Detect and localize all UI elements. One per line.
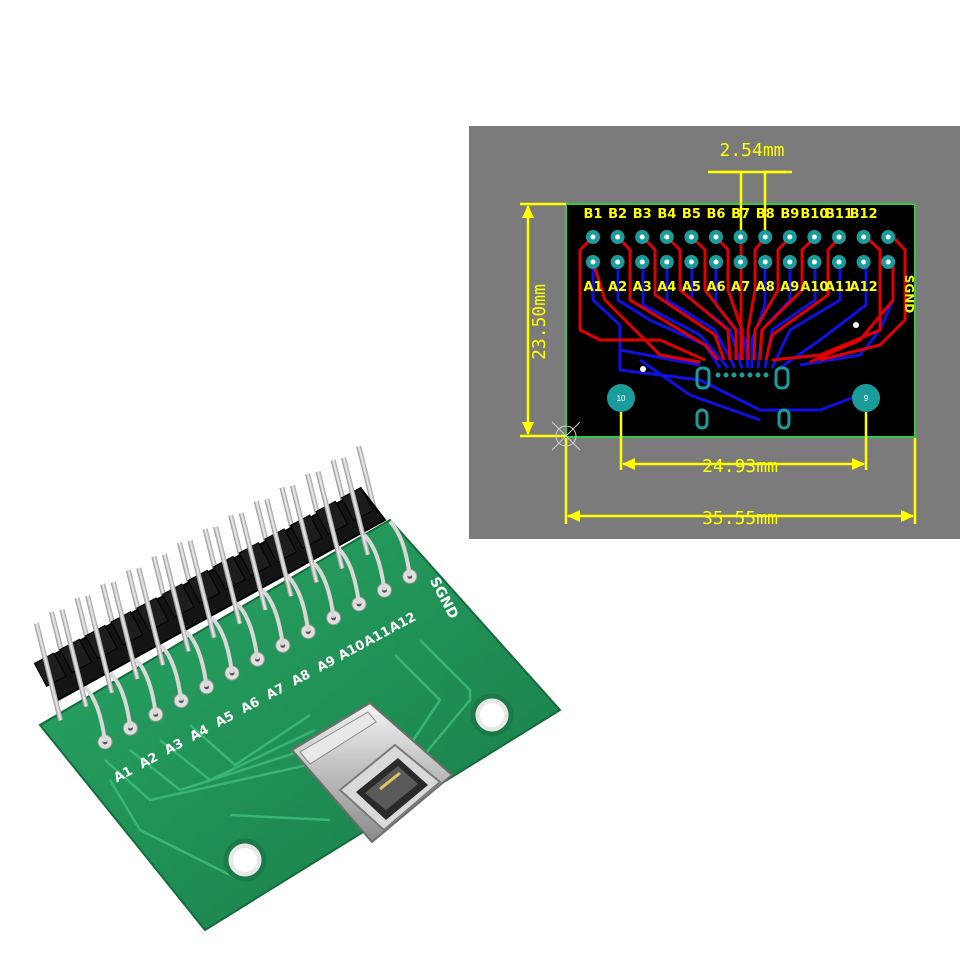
- bent-pin: [159, 644, 184, 701]
- top-row-label: B10: [800, 207, 828, 222]
- sgnd-label: SGND: [902, 275, 916, 314]
- bent-pin: [362, 533, 387, 591]
- pad-hole: [713, 234, 719, 240]
- top-row-label: B4: [657, 207, 676, 222]
- pad-hole: [762, 259, 768, 265]
- dimension-pitch: 2.54mm: [719, 140, 784, 161]
- bottom-row-label: A8: [756, 280, 775, 295]
- mount-hole-right-label: 9: [864, 394, 869, 403]
- pad-hole: [738, 259, 744, 265]
- header-pin: [341, 457, 371, 556]
- header-pin: [136, 567, 166, 666]
- bent-pin: [312, 561, 336, 619]
- board-mount-hole-right: [470, 693, 514, 737]
- pad-hole: [688, 259, 694, 265]
- header-pads: [586, 230, 896, 269]
- bent-pin: [185, 630, 209, 688]
- usb-c-connector: [290, 701, 454, 844]
- bottom-row-label: A5: [682, 280, 701, 295]
- pad-hole: [836, 259, 842, 265]
- bottom-row-label: A12: [850, 280, 878, 295]
- pad-hole: [787, 234, 793, 240]
- mount-hole-left: 10: [607, 384, 635, 412]
- mount-hole-right: 9: [852, 384, 880, 412]
- top-layer-traces: [578, 235, 907, 364]
- pad-hole: [787, 259, 793, 265]
- pad-hole: [836, 234, 842, 240]
- pad-hole: [811, 259, 817, 265]
- pad-hole: [639, 259, 645, 265]
- pad-hole: [861, 234, 867, 240]
- pad-hole: [664, 259, 670, 265]
- bottom-row-label: A10: [800, 280, 828, 295]
- top-row-label: B1: [584, 207, 603, 222]
- bottom-row-label: A1: [583, 280, 602, 295]
- bent-pin: [108, 671, 133, 729]
- dimension-hole-spacing: 24.93mm: [702, 456, 778, 477]
- bottom-row-label: A7: [731, 280, 750, 295]
- pad-hole: [615, 259, 621, 265]
- header-pin: [33, 622, 64, 721]
- pad-hole: [590, 234, 596, 240]
- header-pins-front-row: [33, 457, 412, 743]
- pad-hole: [861, 259, 867, 265]
- bent-pin: [388, 519, 412, 577]
- header-pin: [110, 581, 140, 680]
- header-pin: [59, 608, 89, 708]
- bent-pin: [210, 616, 234, 674]
- header-pin: [187, 539, 217, 639]
- pad-hole: [738, 234, 744, 240]
- pad-hole: [885, 234, 891, 240]
- pad-hole: [590, 259, 596, 265]
- bent-pin: [261, 588, 285, 646]
- bottom-row-label: A9: [780, 280, 799, 295]
- bottom-row-label: A2: [608, 280, 627, 295]
- pad-hole: [885, 259, 891, 265]
- dimension-width: 35.55mm: [702, 508, 778, 529]
- mount-hole-left-label: 10: [617, 394, 626, 403]
- header-pin: [315, 470, 345, 570]
- breakout-board: [38, 518, 562, 932]
- pad-hole: [639, 234, 645, 240]
- header-pin: [264, 498, 294, 597]
- dimension-lines: [520, 170, 917, 524]
- top-row-label: B9: [780, 207, 799, 222]
- pad-hole: [688, 234, 694, 240]
- bent-pin: [286, 575, 311, 632]
- pad-hole: [615, 234, 621, 240]
- top-row-label: B11: [825, 207, 853, 222]
- header-pin: [161, 553, 192, 652]
- top-row-label: B12: [850, 207, 878, 222]
- bent-pin: [337, 547, 361, 605]
- header-pin: [213, 526, 243, 625]
- top-row-label: B6: [707, 207, 726, 222]
- bottom-row-label: A3: [633, 280, 652, 295]
- board-traces: [104, 639, 472, 882]
- header-pin: [289, 484, 320, 583]
- pad-hole: [664, 234, 670, 240]
- pad-hole: [811, 234, 817, 240]
- bottom-row-label: A11: [825, 280, 853, 295]
- dimension-height: 23.50mm: [529, 284, 550, 360]
- top-row-label: B5: [682, 207, 701, 222]
- bottom-row-label: A6: [706, 280, 725, 295]
- usb-c-footprint: [640, 322, 859, 430]
- bent-pin: [235, 602, 260, 660]
- board-mount-hole-left: [223, 838, 267, 882]
- bent-pin: [83, 685, 107, 743]
- top-row-label: B2: [608, 207, 627, 222]
- top-row-label: B3: [633, 207, 652, 222]
- bottom-row-label: A4: [657, 280, 676, 295]
- header-segments: [33, 486, 374, 688]
- header-pin: [85, 595, 115, 694]
- header-pin: [238, 512, 268, 611]
- pad-hole: [713, 259, 719, 265]
- pad-hole: [762, 234, 768, 240]
- bent-pin: [134, 657, 158, 715]
